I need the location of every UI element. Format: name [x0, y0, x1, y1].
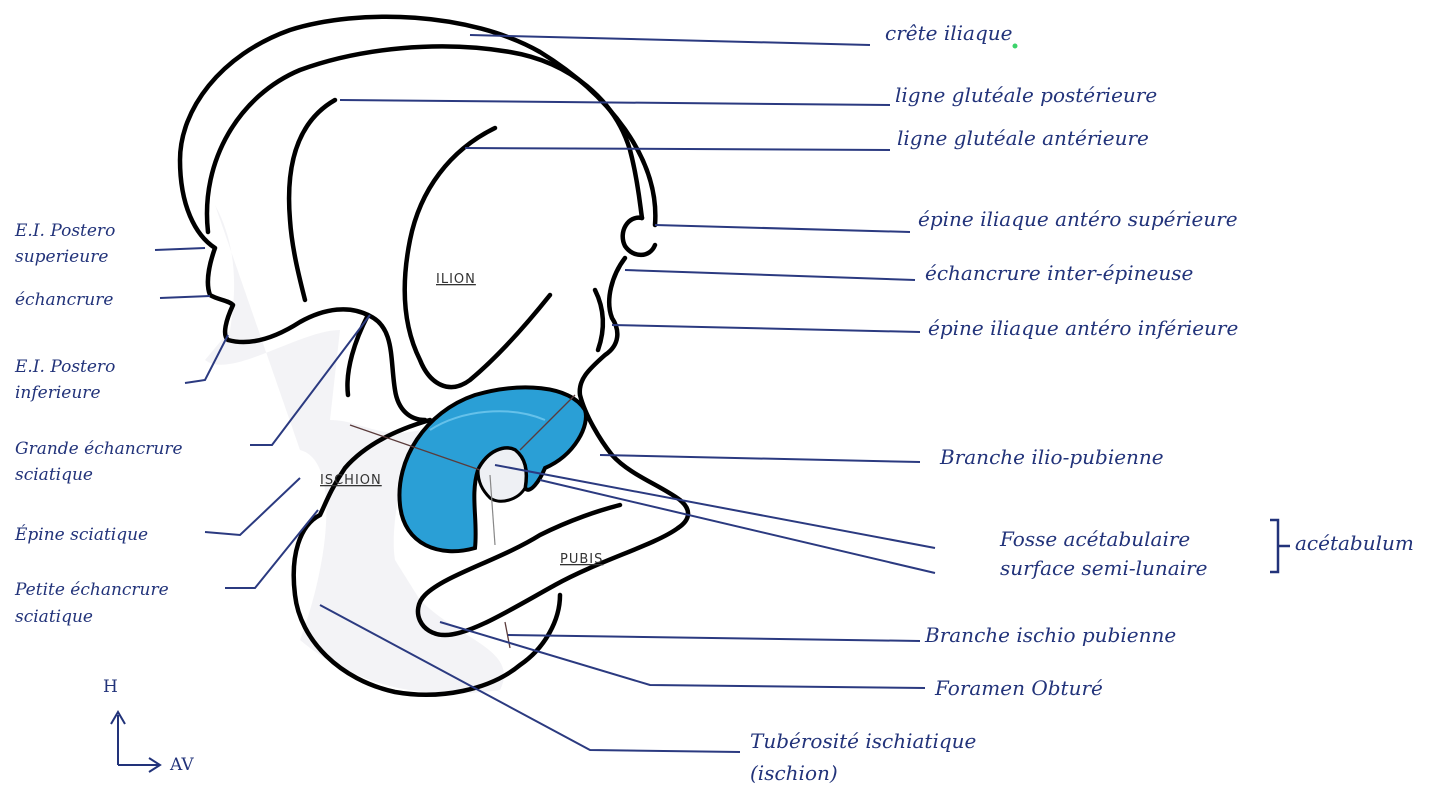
region-label-pubis: PUBIS — [560, 552, 603, 567]
label-branche-ilio-pubienne: Branche ilio-pubienne — [939, 445, 1164, 469]
forward-arrow-icon — [118, 758, 160, 772]
orientation-forward-label: AV — [169, 755, 194, 775]
label-branche-ischio-pubienne: Branche ischio pubienne — [924, 623, 1176, 647]
label-tuberosite-ischion: (ischion) — [750, 761, 838, 785]
label-grande-echancrure-1: Grande échancrure — [15, 439, 183, 459]
label-ei-postero-superieure-2: superieure — [15, 247, 108, 267]
label-tuberosite-ischiatique: Tubérosité ischiatique — [750, 729, 976, 753]
label-fosse-acetabulaire: Fosse acétabulaire — [999, 527, 1190, 551]
region-label-ilion: ILION — [436, 272, 476, 287]
label-petite-echancrure-1: Petite échancrure — [14, 580, 169, 600]
label-acetabulum: acétabulum — [1295, 531, 1414, 555]
label-ei-postero-inferieure-2: inferieure — [15, 383, 101, 403]
acetabulum-bracket — [1270, 520, 1290, 572]
region-label-ischion: ISCHION — [320, 473, 382, 488]
label-ei-postero-inferieure-1: E.I. Postero — [14, 357, 115, 377]
green-dot — [1013, 44, 1018, 49]
label-epine-sciatique: Épine sciatique — [14, 524, 148, 545]
label-ligne-gluteale-posterieure: ligne glutéale postérieure — [895, 83, 1157, 107]
label-petite-echancrure-2: sciatique — [15, 607, 93, 627]
orientation-indicator: H AV — [103, 677, 194, 775]
label-echancrure-inter-epineuse: échancrure inter-épineuse — [925, 261, 1193, 285]
orientation-up-label: H — [103, 677, 118, 697]
label-grande-echancrure-2: sciatique — [15, 465, 93, 485]
label-foramen-obture: Foramen Obturé — [934, 676, 1103, 700]
label-ei-postero-superieure-1: E.I. Postero — [14, 221, 115, 241]
label-epine-iliaque-antero-inferieure: épine iliaque antéro inférieure — [928, 316, 1238, 340]
label-crete-iliaque: crête iliaque — [885, 21, 1012, 45]
up-arrow-icon — [111, 712, 125, 765]
label-echancrure: échancrure — [15, 290, 113, 310]
label-epine-iliaque-antero-superieure: épine iliaque antéro supérieure — [918, 207, 1238, 231]
label-surface-semi-lunaire: surface semi-lunaire — [1000, 556, 1208, 580]
label-ligne-gluteale-anterieure: ligne glutéale antérieure — [897, 126, 1149, 150]
